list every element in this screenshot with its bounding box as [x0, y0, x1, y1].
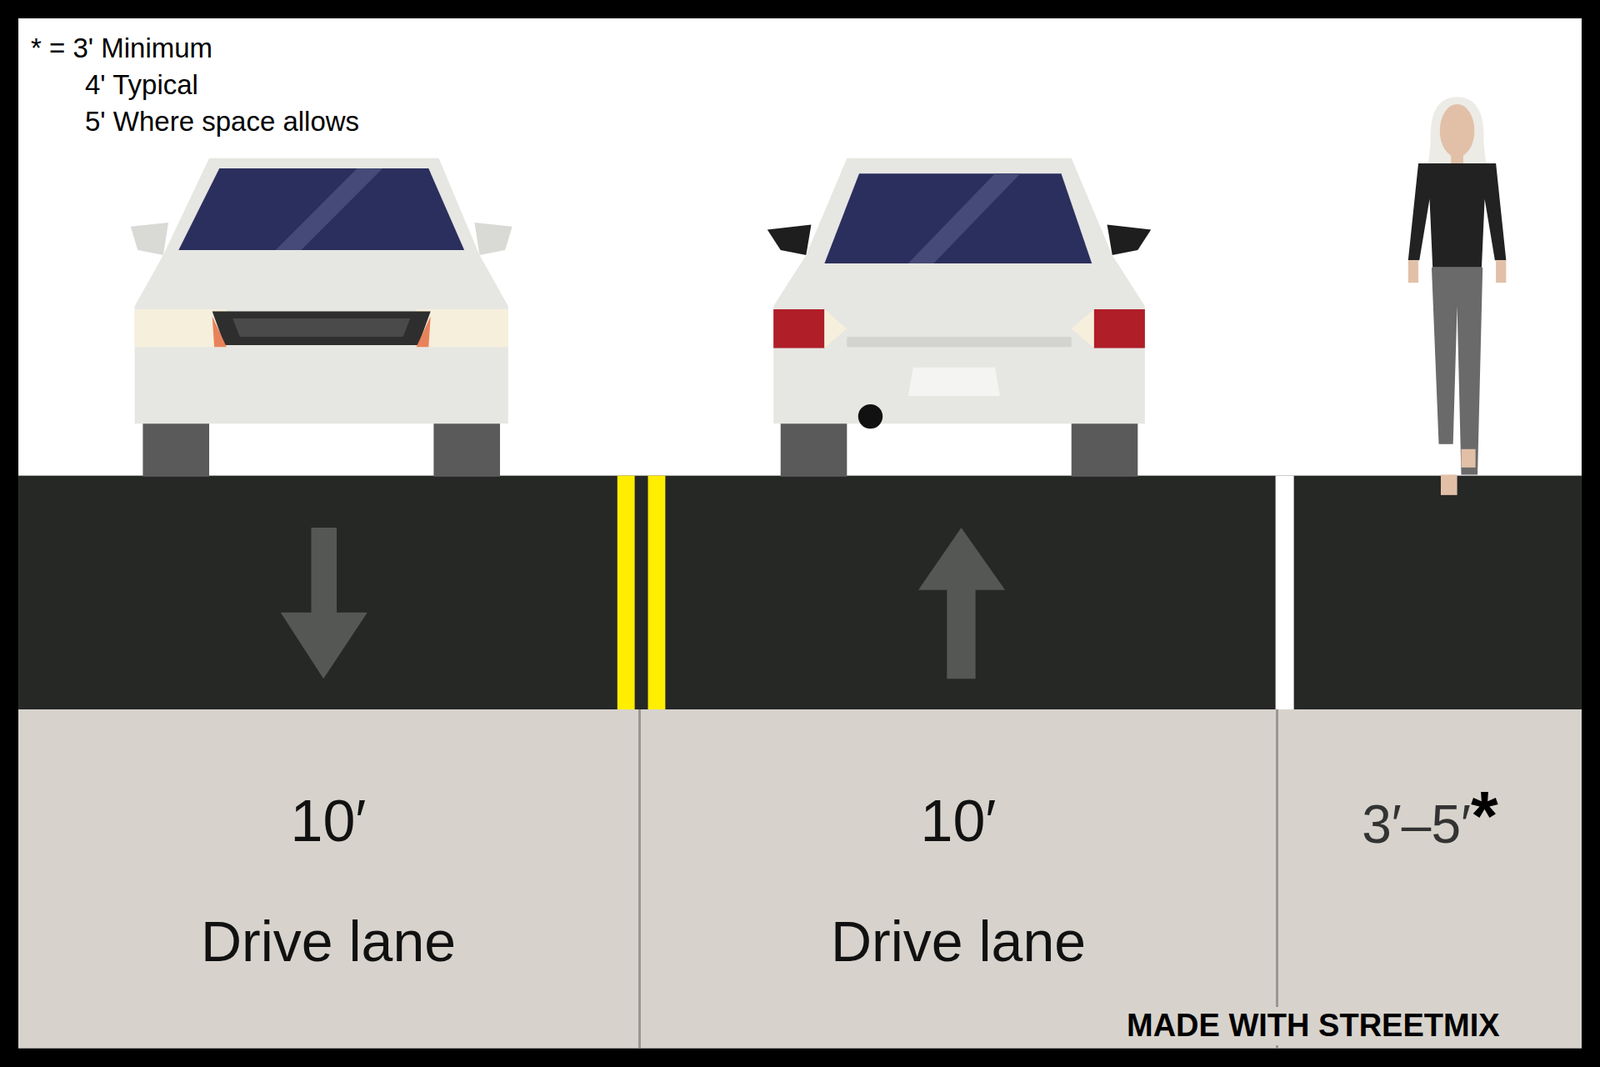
road-surface: [18, 475, 1582, 710]
edge-line: [1275, 475, 1295, 710]
street-segment: 10′ Drive lane: [18, 709, 641, 1048]
center-line: [617, 475, 635, 710]
pedestrian: [1408, 96, 1507, 495]
dimension: 3′–5′: [1361, 792, 1471, 857]
street-segment: 3′–5′*: [1278, 709, 1582, 1048]
up-arrow: [918, 527, 1005, 679]
background: [18, 18, 1582, 1049]
car-rear: [767, 158, 1151, 477]
dimension: 10′: [290, 785, 367, 856]
note: 4' Typical: [85, 68, 199, 102]
note: * = 3' Minimum: [30, 31, 213, 65]
street-segment: 10′ Drive lane: [640, 709, 1279, 1048]
watermark: MADE WITH STREETMIX: [1126, 1006, 1500, 1045]
dimension: 10′: [920, 785, 997, 856]
segment-name: Drive lane: [200, 907, 456, 976]
footnote-mark: *: [1470, 774, 1499, 859]
down-arrow: [280, 527, 368, 679]
segment-name: Drive lane: [830, 907, 1086, 976]
car-front: [130, 158, 513, 477]
note: 5' Where space allows: [85, 105, 360, 139]
center-line: [648, 475, 666, 710]
